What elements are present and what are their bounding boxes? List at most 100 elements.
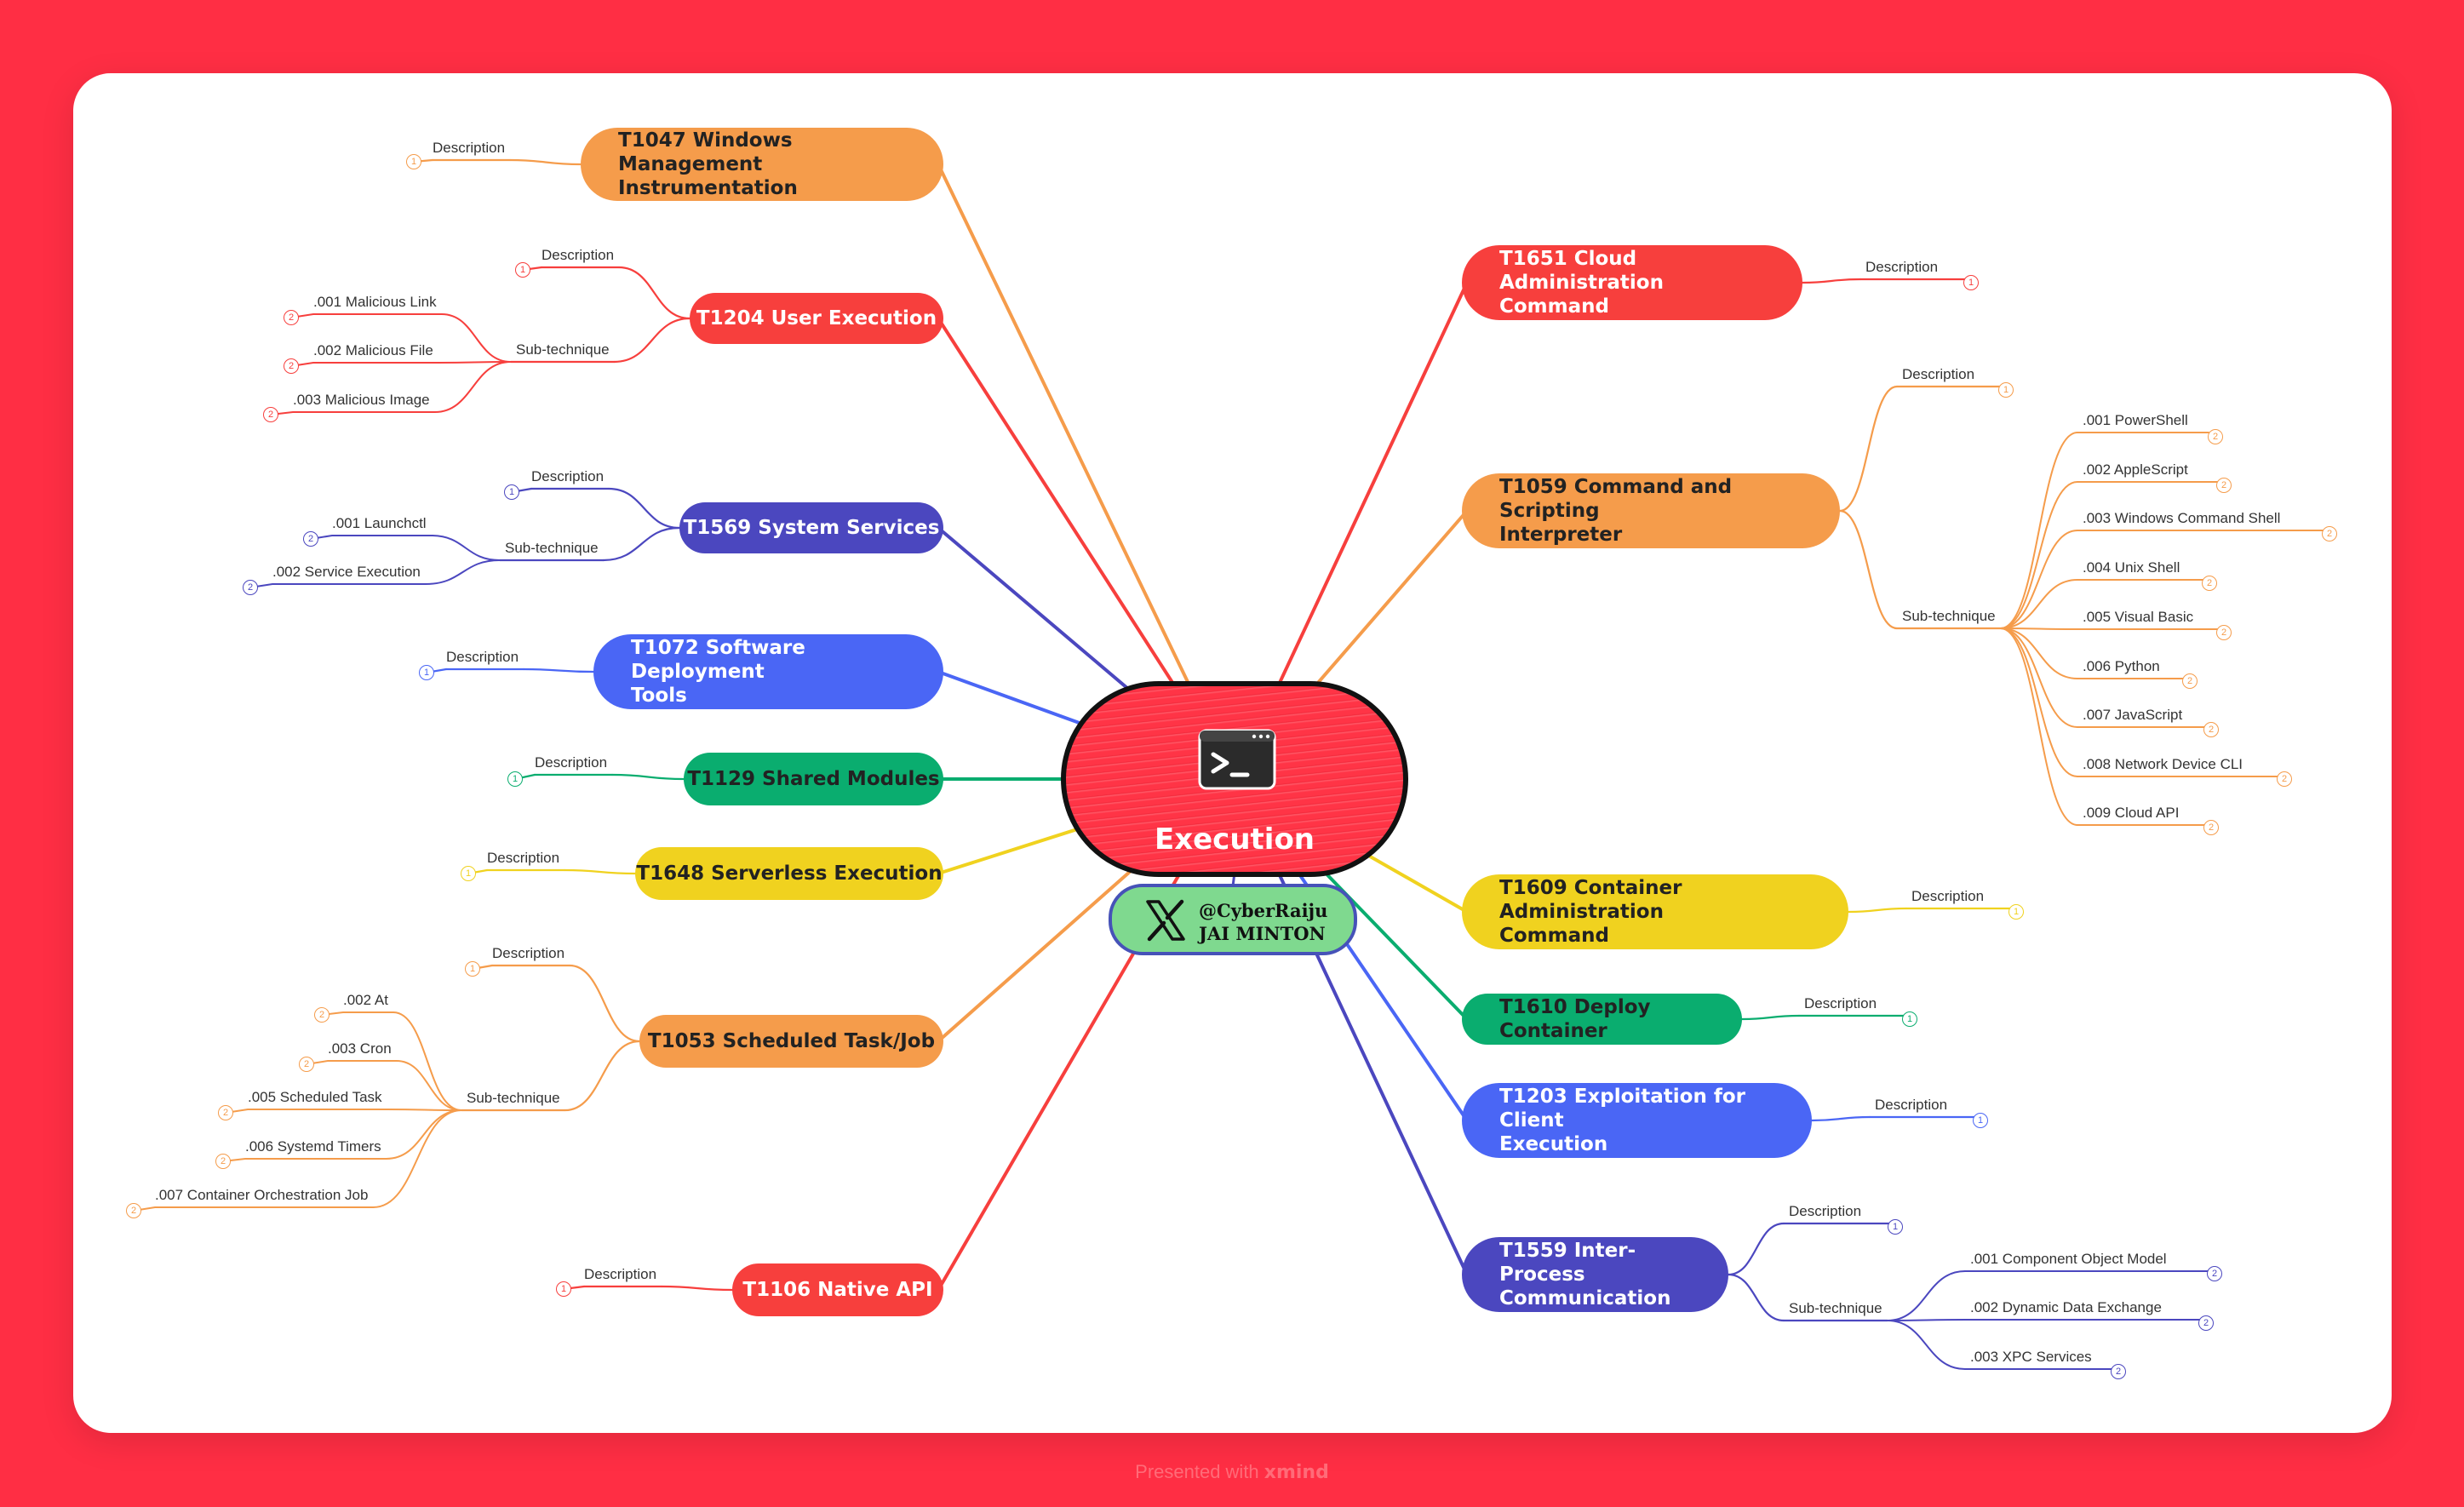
- description-label[interactable]: Description: [1865, 259, 1939, 275]
- topic-label: T1129 Shared Modules: [687, 767, 939, 791]
- connector-line: [1964, 1368, 2119, 1372]
- marker-badge: 2: [126, 1203, 141, 1218]
- sub-technique-item[interactable]: .008 Network Device CLI: [2083, 756, 2243, 772]
- sub-technique-item[interactable]: .002 AppleScript: [2083, 461, 2188, 478]
- marker-badge: 1: [515, 262, 530, 278]
- sub-technique-item[interactable]: .005 Scheduled Task: [248, 1089, 382, 1105]
- marker-badge: 2: [2216, 625, 2232, 640]
- marker-badge: 2: [314, 1007, 329, 1023]
- description-label[interactable]: Description: [535, 754, 608, 771]
- marker-badge: 2: [263, 407, 278, 422]
- sub-technique-item[interactable]: .002 Malicious File: [313, 342, 433, 358]
- topic-label-line: Command: [1499, 295, 1609, 318]
- connector-line: [564, 1040, 641, 1112]
- topic-t1129[interactable]: T1129 Shared Modules: [684, 753, 943, 805]
- connector-line: [1999, 627, 2078, 679]
- footer-brand: xmind: [1264, 1462, 1329, 1483]
- topic-t1648[interactable]: T1648 Serverless Execution: [635, 847, 943, 900]
- sub-technique-item[interactable]: .003 Malicious Image: [293, 392, 430, 408]
- description-label[interactable]: Description: [542, 247, 615, 263]
- sub-technique-item[interactable]: .009 Cloud API: [2083, 805, 2180, 821]
- topic-label-line: T1609 Container Administration: [1499, 877, 1682, 923]
- topic-label: T1053 Scheduled Task/Job: [648, 1029, 935, 1053]
- marker-badge: 2: [299, 1057, 314, 1072]
- sub-technique-item[interactable]: .002 Service Execution: [272, 564, 421, 580]
- topic-label: T1569 System Services: [684, 516, 940, 540]
- marker-badge: 1: [1973, 1113, 1988, 1128]
- sub-technique-item[interactable]: .002 At: [343, 992, 388, 1008]
- description-label[interactable]: Description: [433, 140, 506, 156]
- marker-badge: 2: [2202, 576, 2217, 591]
- sub-technique-item[interactable]: .001 Malicious Link: [313, 294, 437, 310]
- sub-technique-item[interactable]: .007 JavaScript: [2083, 707, 2183, 723]
- central-topic[interactable]: Execution: [1061, 681, 1408, 877]
- sub-technique-label[interactable]: Sub-technique: [1902, 608, 1996, 624]
- topic-t1053[interactable]: T1053 Scheduled Task/Job: [639, 1015, 943, 1068]
- topic-label-line: T1559 Inter-Process: [1499, 1240, 1636, 1286]
- description-label[interactable]: Description: [584, 1266, 657, 1282]
- sub-technique-item[interactable]: .004 Unix Shell: [2083, 559, 2180, 576]
- description-label[interactable]: Description: [1902, 366, 1975, 382]
- connector-line: [2077, 530, 2330, 535]
- sub-technique-label[interactable]: Sub-technique: [1789, 1300, 1882, 1316]
- marker-badge: 2: [303, 531, 318, 547]
- sub-technique-label[interactable]: Sub-technique: [467, 1090, 560, 1106]
- description-label[interactable]: Description: [1911, 888, 1985, 904]
- author-handle: @CyberRaiju: [1199, 900, 1328, 921]
- connector-line: [2077, 776, 2285, 780]
- connector-line: [1886, 1270, 1966, 1321]
- topic-label-line: T1203 Exploitation for Client: [1499, 1086, 1746, 1132]
- connector-line: [602, 526, 681, 562]
- description-label[interactable]: Description: [1875, 1097, 1948, 1113]
- connector-line: [2077, 824, 2212, 828]
- connector-line: [613, 317, 691, 364]
- sub-technique-item[interactable]: .002 Dynamic Data Exchange: [1970, 1299, 2162, 1315]
- connector-line: [1999, 627, 2078, 826]
- connector-line: [2077, 579, 2210, 584]
- connector-line: [617, 266, 691, 320]
- connector-line: [1801, 278, 1862, 284]
- connector-line: [270, 411, 436, 415]
- sub-technique-item[interactable]: .006 Systemd Timers: [245, 1138, 381, 1155]
- terminal-icon: [1198, 729, 1276, 790]
- description-label[interactable]: Description: [492, 945, 565, 961]
- topic-t1569[interactable]: T1569 System Services: [679, 502, 943, 553]
- topic-t1204[interactable]: T1204 User Execution: [690, 293, 943, 344]
- sub-technique-item[interactable]: .005 Visual Basic: [2083, 609, 2194, 625]
- sub-technique-label[interactable]: Sub-technique: [505, 540, 599, 556]
- description-label[interactable]: Description: [1804, 995, 1877, 1011]
- description-label[interactable]: Description: [487, 850, 560, 866]
- connector-line: [1964, 1270, 2215, 1275]
- sub-technique-item[interactable]: .001 Component Object Model: [1970, 1251, 2167, 1267]
- connector-line: [1999, 432, 2078, 629]
- description-label[interactable]: Description: [446, 649, 519, 665]
- sub-technique-item[interactable]: .001 PowerShell: [2083, 412, 2188, 428]
- author-credit[interactable]: @CyberRaiju JAI MINTON: [1109, 884, 1357, 955]
- connector-line: [1999, 627, 2078, 728]
- sub-technique-label[interactable]: Sub-technique: [516, 341, 610, 358]
- connector-line: [660, 1285, 734, 1292]
- sub-technique-item[interactable]: .003 XPC Services: [1970, 1349, 2092, 1365]
- topic-t1106[interactable]: T1106 Native API: [732, 1263, 943, 1316]
- sub-technique-item[interactable]: .003 Windows Command Shell: [2083, 510, 2281, 526]
- connector-line: [290, 362, 439, 367]
- sub-technique-item[interactable]: .003 Cron: [328, 1040, 392, 1057]
- connector-line: [1886, 1320, 1966, 1370]
- sub-technique-item[interactable]: .001 Launchctl: [332, 515, 427, 531]
- marker-badge: 1: [1998, 382, 2014, 398]
- connector-line: [610, 773, 685, 781]
- description-label[interactable]: Description: [531, 468, 605, 484]
- sub-technique-item[interactable]: .007 Container Orchestration Job: [155, 1187, 369, 1203]
- description-label[interactable]: Description: [1789, 1203, 1862, 1219]
- connector-line: [1838, 385, 1899, 513]
- topic-t1610[interactable]: T1610 Deploy Container: [1462, 994, 1742, 1045]
- sub-technique-item[interactable]: .006 Python: [2083, 658, 2160, 674]
